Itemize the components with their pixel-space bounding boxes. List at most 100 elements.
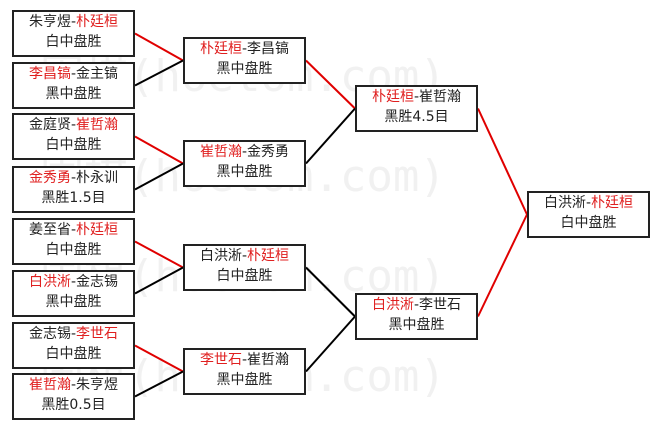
separator: - [70,326,77,342]
bracket-connector [305,266,356,318]
separator: - [241,248,248,264]
round1-match-box: 金秀勇-朴永训黑胜1.5目 [12,166,135,213]
bracket-connector [134,32,184,62]
bracket-connector [134,344,184,373]
separator: - [70,66,77,82]
player-1: 崔哲瀚 [199,144,242,160]
match-players: 崔哲瀚-朱亨煜 [14,375,133,395]
player-2: 李昌镐 [247,41,290,57]
bracket-connector [305,59,356,110]
player-1: 白洪淅 [199,248,242,264]
round2-match-box: 白洪淅-朴廷桓白中盘胜 [183,244,306,291]
match-players: 崔哲瀚-金秀勇 [185,142,304,162]
player-2: 李世石 [76,326,119,342]
match-players: 朴廷桓-崔哲瀚 [357,87,476,107]
bracket-connector [134,135,184,165]
match-players: 朴廷桓-李昌镐 [185,39,304,59]
separator: - [413,89,420,105]
final-match-box: 白洪淅-朴廷桓白中盘胜 [527,191,650,238]
player-1: 李世石 [199,352,242,368]
match-players: 金志锡-李世石 [14,324,133,344]
player-1: 金庭贤 [28,117,71,133]
match-players: 白洪淅-朴廷桓 [529,193,648,213]
match-players: 李世石-崔哲瀚 [185,350,304,370]
bracket-connector [477,108,528,215]
player-1: 朱亨煜 [28,14,71,30]
player-2: 金主镐 [76,66,119,82]
player-1: 崔哲瀚 [28,377,71,393]
bracket-connector [134,240,184,269]
match-result: 黑中盘胜 [216,61,273,77]
match-result: 黑中盘胜 [216,372,273,388]
match-result: 白中盘胜 [45,346,102,362]
player-2: 朴廷桓 [247,248,290,264]
bracket-connector [134,162,184,191]
round1-match-box: 朱亨煜-朴廷桓白中盘胜 [12,10,135,57]
player-2: 朴廷桓 [76,222,119,238]
round1-match-box: 崔哲瀚-朱亨煜黑胜0.5目 [12,373,135,420]
separator: - [70,170,77,186]
player-2: 崔哲瀚 [247,352,290,368]
separator: - [585,195,592,211]
match-result: 白中盘胜 [560,215,617,231]
player-1: 金秀勇 [28,170,71,186]
match-result: 黑胜1.5目 [41,190,106,206]
match-result: 黑中盘胜 [45,294,102,310]
player-2: 金志锡 [76,274,119,290]
player-1: 李昌镐 [28,66,71,82]
player-1: 白洪淅 [543,195,586,211]
player-2: 崔哲瀚 [76,117,119,133]
player-1: 金志锡 [28,326,71,342]
match-result: 白中盘胜 [216,268,273,284]
bracket-connector [305,107,356,165]
round1-match-box: 金志锡-李世石白中盘胜 [12,322,135,369]
round1-match-box: 金庭贤-崔哲瀚白中盘胜 [12,113,135,160]
separator: - [241,352,248,368]
match-players: 白洪淅-朴廷桓 [185,246,304,266]
bracket-connector [305,315,356,373]
round2-match-box: 朴廷桓-李昌镐黑中盘胜 [183,37,306,84]
player-2: 李世石 [419,297,462,313]
match-result: 黑胜0.5目 [41,397,106,413]
match-players: 白洪淅-金志锡 [14,272,133,292]
player-1: 朴廷桓 [199,41,242,57]
separator: - [70,377,77,393]
round2-match-box: 李世石-崔哲瀚黑中盘胜 [183,348,306,395]
player-2: 朴廷桓 [76,14,119,30]
round2-match-box: 崔哲瀚-金秀勇黑中盘胜 [183,140,306,187]
player-1: 白洪淅 [28,274,71,290]
separator: - [413,297,420,313]
separator: - [70,14,77,30]
player-1: 朴廷桓 [371,89,414,105]
round1-match-box: 李昌镐-金主镐黑中盘胜 [12,62,135,109]
bracket-connector [134,266,184,295]
round3-match-box: 朴廷桓-崔哲瀚黑胜4.5目 [355,85,478,132]
player-1: 白洪淅 [371,297,414,313]
bracket-connector [477,214,528,317]
separator: - [70,274,77,290]
separator: - [70,222,77,238]
match-players: 李昌镐-金主镐 [14,64,133,84]
match-players: 白洪淅-李世石 [357,295,476,315]
match-players: 金庭贤-崔哲瀚 [14,115,133,135]
match-result: 黑胜4.5目 [384,109,449,125]
round1-match-box: 白洪淅-金志锡黑中盘胜 [12,270,135,317]
player-1: 姜至省 [28,222,71,238]
player-2: 朴永训 [76,170,119,186]
match-result: 白中盘胜 [45,34,102,50]
player-2: 朱亨煜 [76,377,119,393]
separator: - [70,117,77,133]
match-result: 白中盘胜 [45,137,102,153]
player-2: 金秀勇 [247,144,290,160]
match-result: 白中盘胜 [45,242,102,258]
match-result: 黑中盘胜 [216,164,273,180]
separator: - [241,41,248,57]
round1-match-box: 姜至省-朴廷桓白中盘胜 [12,218,135,265]
player-2: 崔哲瀚 [419,89,462,105]
match-result: 黑中盘胜 [388,317,445,333]
match-players: 金秀勇-朴永训 [14,168,133,188]
match-players: 姜至省-朴廷桓 [14,220,133,240]
match-result: 黑中盘胜 [45,86,102,102]
